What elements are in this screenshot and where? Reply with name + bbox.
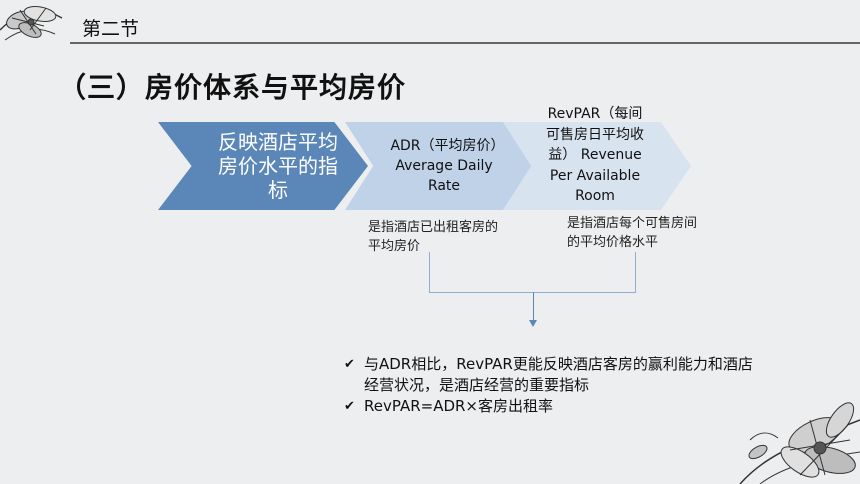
arrow-down-icon [529,320,537,327]
bullet-text: RevPAR=ADR×客房出租率 [364,397,553,415]
section-label: 第二节 [82,18,140,40]
list-item: ✔ RevPAR=ADR×客房出租率 [344,396,764,417]
check-icon: ✔ [344,357,355,372]
chevron-step-3 [503,122,691,210]
revpar-description: 是指酒店每个可售房间的平均价格水平 [567,216,698,250]
chevron-step-1-label: 反映酒店平均房价水平的指标 [218,130,338,202]
bullet-text: 与ADR相比，RevPAR更能反映酒店客房的赢利能力和酒店经营状况，是酒店经营的… [364,355,753,394]
slide-title: （三）房价体系与平均房价 [58,71,407,104]
adr-description: 是指酒店已出租客房的平均房价 [368,220,499,254]
connector-line [533,292,534,322]
bullet-list: ✔ 与ADR相比，RevPAR更能反映酒店客房的赢利能力和酒店经营状况，是酒店经… [344,354,764,417]
flower-decoration-bottom-right [739,402,860,484]
chevron-step-2: ADR（平均房价）Average Daily Rate [345,122,533,210]
chevron-step-3-label: RevPAR（每间可售房日平均收益） Revenue Per Available… [546,106,644,204]
flower-decoration-top-left [0,6,63,41]
chevron-step-2-label: ADR（平均房价）Average Daily Rate [390,138,498,194]
chevron-step-1: 反映酒店平均房价水平的指标 [158,122,368,210]
check-icon: ✔ [344,399,355,414]
header-divider [70,42,860,44]
list-item: ✔ 与ADR相比，RevPAR更能反映酒店客房的赢利能力和酒店经营状况，是酒店经… [344,354,764,396]
connector-bracket [429,252,636,293]
